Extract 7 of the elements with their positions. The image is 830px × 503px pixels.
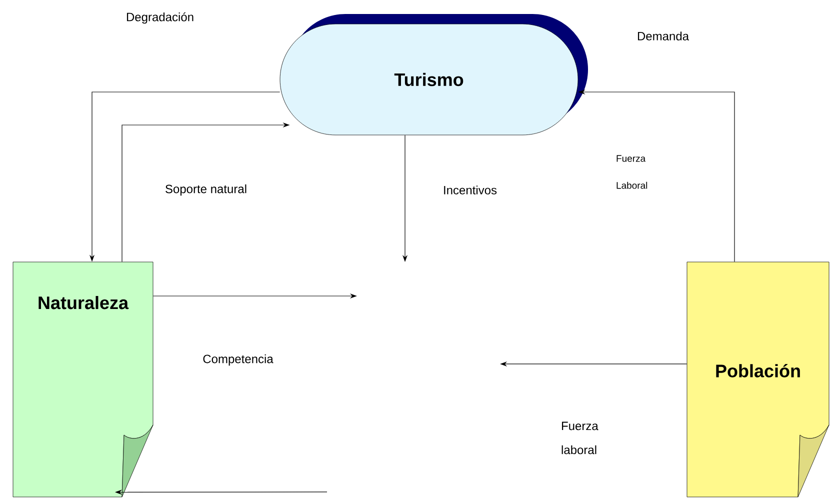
label-text: Fuerza Laboral [616,155,648,189]
label-text: Fuerza laboral [562,422,598,454]
label-text: Demanda [638,32,689,40]
label-text: Degradación [126,12,194,24]
label-text: Incentivos [444,186,497,194]
label-text: Competencia [203,354,274,366]
label-text: Soporte natural [166,184,246,196]
